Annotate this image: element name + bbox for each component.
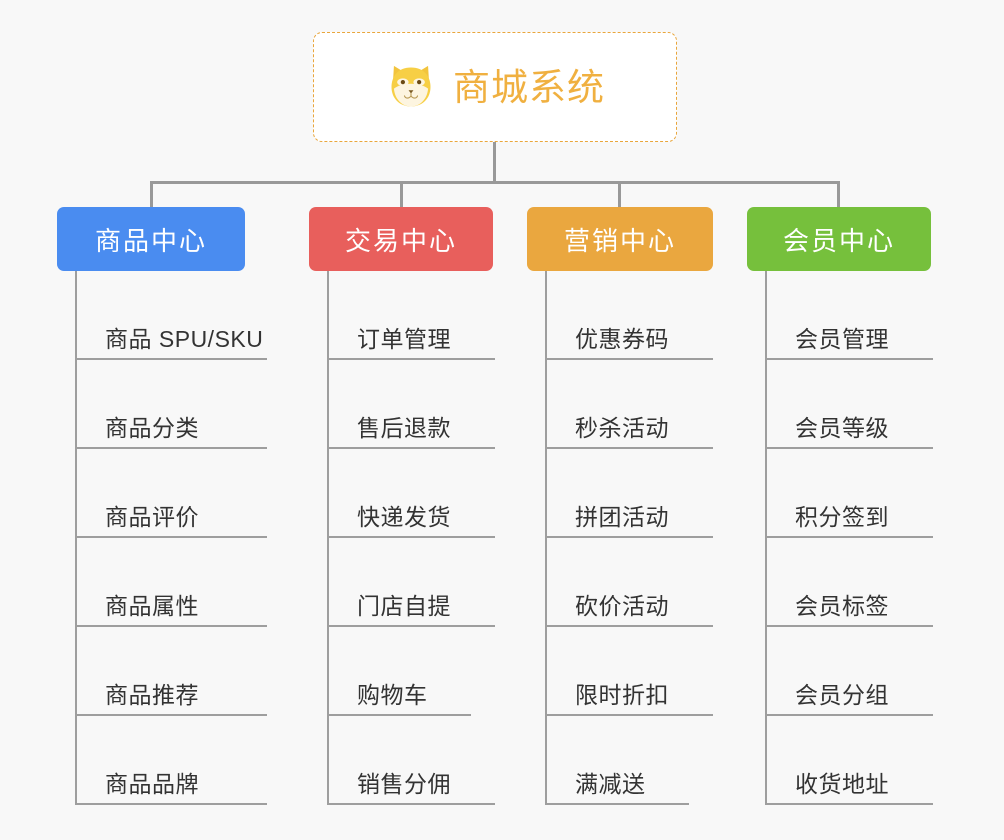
leaf-list-marketing-center: 优惠券码 秒杀活动 拼团活动 砍价活动 限时折扣 满减送 <box>545 271 753 805</box>
list-item[interactable]: 快递发货 <box>329 449 495 538</box>
branch-header-member-center[interactable]: 会员中心 <box>747 207 931 271</box>
list-item[interactable]: 收货地址 <box>767 716 933 805</box>
branch-header-trade-center[interactable]: 交易中心 <box>309 207 493 271</box>
list-item[interactable]: 拼团活动 <box>547 449 713 538</box>
leaf-label: 订单管理 <box>357 325 451 352</box>
leaf-label: 限时折扣 <box>575 681 669 708</box>
leaf-label: 商品属性 <box>105 592 199 619</box>
connector-drop-branch-3 <box>618 181 621 207</box>
leaf-label: 售后退款 <box>357 414 451 441</box>
list-item[interactable]: 砍价活动 <box>547 538 713 627</box>
leaf-label: 积分签到 <box>795 503 889 530</box>
list-item[interactable]: 会员分组 <box>767 627 933 716</box>
leaf-label: 会员分组 <box>795 681 889 708</box>
connector-drop-branch-4 <box>837 181 840 207</box>
leaf-label: 拼团活动 <box>575 503 669 530</box>
branch-header-label: 交易中心 <box>344 225 457 256</box>
list-item[interactable]: 会员等级 <box>767 360 933 449</box>
branch-column-product-center: 商品中心 商品 SPU/SKU 商品分类 商品评价 商品属性 商品推荐 商品品牌 <box>57 207 287 805</box>
list-item[interactable]: 积分签到 <box>767 449 933 538</box>
list-item[interactable]: 商品 SPU/SKU <box>77 271 267 360</box>
branch-column-trade-center: 交易中心 订单管理 售后退款 快递发货 门店自提 购物车 销售分佣 <box>309 207 535 805</box>
list-item[interactable]: 秒杀活动 <box>547 360 713 449</box>
root-title: 商城系统 <box>453 66 605 108</box>
leaf-label: 优惠券码 <box>575 325 669 352</box>
list-item[interactable]: 销售分佣 <box>329 716 495 805</box>
root-node-mall-system[interactable]: 商城系统 <box>313 32 677 142</box>
leaf-label: 购物车 <box>357 681 428 708</box>
connector-drop-branch-2 <box>400 181 403 207</box>
list-item[interactable]: 商品分类 <box>77 360 267 449</box>
list-item[interactable]: 优惠券码 <box>547 271 713 360</box>
list-item[interactable]: 限时折扣 <box>547 627 713 716</box>
branch-column-member-center: 会员中心 会员管理 会员等级 积分签到 会员标签 会员分组 收货地址 <box>747 207 973 805</box>
branch-header-label: 商品中心 <box>94 225 207 256</box>
leaf-label: 商品推荐 <box>105 681 199 708</box>
leaf-label: 会员等级 <box>795 414 889 441</box>
list-item[interactable]: 商品属性 <box>77 538 267 627</box>
leaf-label: 秒杀活动 <box>575 414 669 441</box>
list-item[interactable]: 门店自提 <box>329 538 495 627</box>
leaf-label: 快递发货 <box>357 503 451 530</box>
branch-header-label: 会员中心 <box>782 225 895 256</box>
leaf-label: 收货地址 <box>795 770 889 797</box>
leaf-label: 商品 SPU/SKU <box>105 325 264 352</box>
list-item[interactable]: 商品品牌 <box>77 716 267 805</box>
leaf-label: 商品评价 <box>105 503 199 530</box>
branch-header-label: 营销中心 <box>563 225 676 256</box>
leaf-list-trade-center: 订单管理 售后退款 快递发货 门店自提 购物车 销售分佣 <box>327 271 535 805</box>
list-item[interactable]: 满减送 <box>547 716 689 805</box>
list-item[interactable]: 订单管理 <box>329 271 495 360</box>
branch-column-marketing-center: 营销中心 优惠券码 秒杀活动 拼团活动 砍价活动 限时折扣 满减送 <box>527 207 753 805</box>
leaf-label: 销售分佣 <box>357 770 451 797</box>
leaf-list-product-center: 商品 SPU/SKU 商品分类 商品评价 商品属性 商品推荐 商品品牌 <box>75 271 287 805</box>
leaf-label: 商品分类 <box>105 414 199 441</box>
branch-header-marketing-center[interactable]: 营销中心 <box>527 207 713 271</box>
leaf-label: 会员管理 <box>795 325 889 352</box>
leaf-label: 商品品牌 <box>105 770 199 797</box>
leaf-label: 满减送 <box>575 770 646 797</box>
leaf-label: 会员标签 <box>795 592 889 619</box>
branch-header-product-center[interactable]: 商品中心 <box>57 207 245 271</box>
connector-drop-branch-1 <box>150 181 153 207</box>
list-item[interactable]: 商品评价 <box>77 449 267 538</box>
list-item[interactable]: 购物车 <box>329 627 471 716</box>
leaf-list-member-center: 会员管理 会员等级 积分签到 会员标签 会员分组 收货地址 <box>765 271 973 805</box>
list-item[interactable]: 会员管理 <box>767 271 933 360</box>
list-item[interactable]: 售后退款 <box>329 360 495 449</box>
list-item[interactable]: 会员标签 <box>767 538 933 627</box>
leaf-label: 砍价活动 <box>575 592 669 619</box>
shiba-dog-face-icon <box>385 61 437 113</box>
list-item[interactable]: 商品推荐 <box>77 627 267 716</box>
connector-horizontal-bus <box>150 181 840 184</box>
leaf-label: 门店自提 <box>357 592 451 619</box>
connector-root-trunk <box>493 142 496 183</box>
